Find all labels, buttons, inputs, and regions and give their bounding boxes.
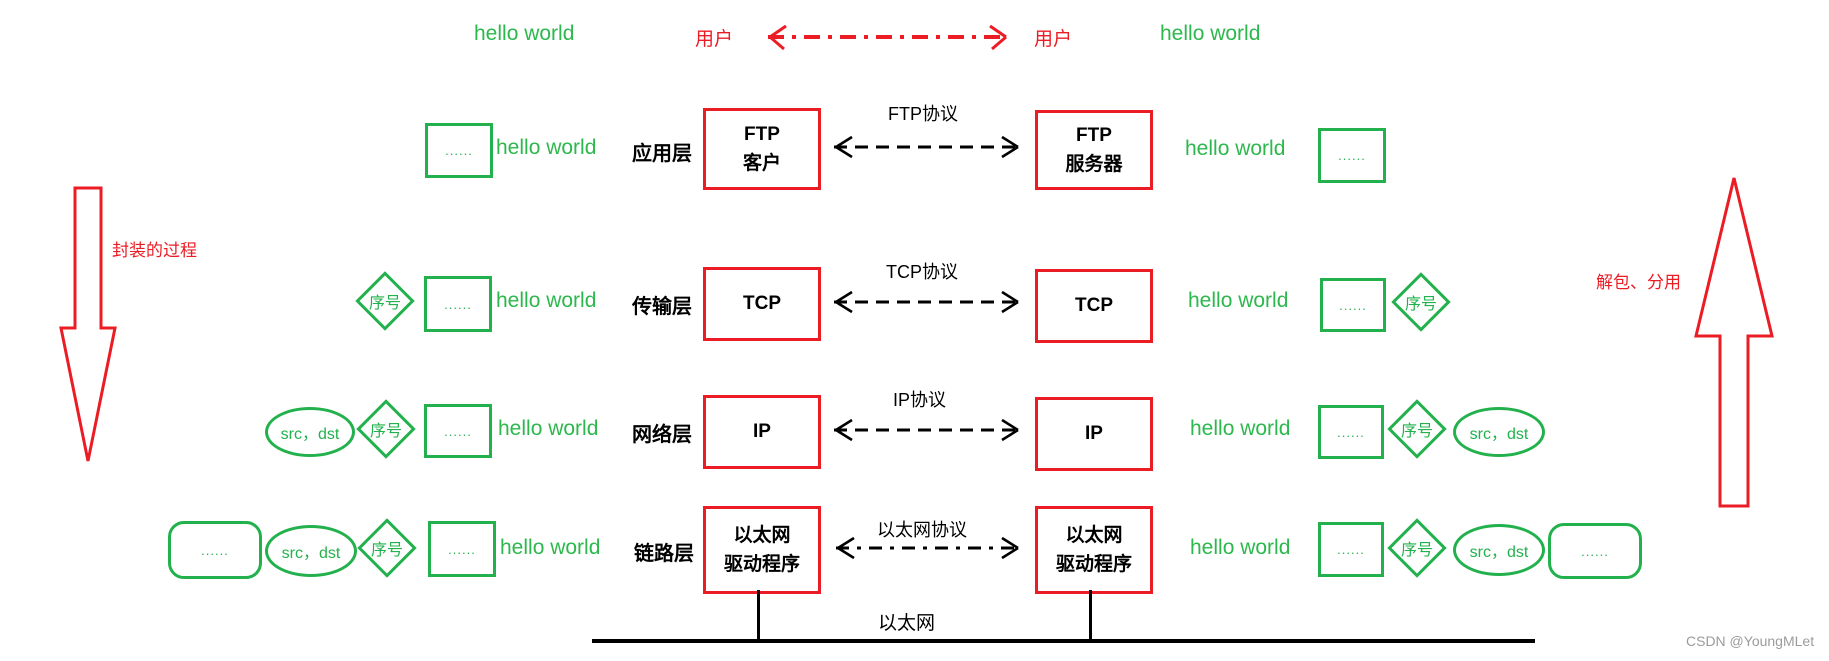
data-box-dots: ...... [1339, 297, 1367, 313]
encapsulation-label: 封装的过程 [112, 241, 197, 260]
dashed-double-arrow-icon [834, 135, 1020, 159]
seq-label: 序号 [368, 295, 401, 312]
protocol-label-ip: IP协议 [893, 390, 947, 410]
node-ethernet-driver-right: 以太网 驱动程序 [1035, 506, 1153, 594]
ethernet-drop-line-left [757, 590, 760, 642]
protocol-label-ethernet: 以太网协议 [877, 520, 967, 540]
node-line: IP [753, 421, 771, 443]
node-ip-right: IP [1035, 397, 1153, 471]
node-line: FTP [744, 123, 780, 145]
node-line: 以太网 [1065, 524, 1123, 546]
demultiplex-up-arrow-icon [1694, 177, 1774, 508]
user-dashdot-arrow-icon [768, 24, 1008, 51]
row4-hello-right: hello world [1190, 536, 1291, 559]
seq-diamond: 序号 [1386, 517, 1448, 579]
ethernet-bus-line [592, 639, 1535, 643]
layer-label-network: 网络层 [632, 424, 692, 446]
row1-hello-right: hello world [1185, 137, 1286, 160]
row2-hello-right: hello world [1188, 289, 1289, 312]
protocol-label-tcp: TCP协议 [886, 262, 958, 282]
node-line: 驱动程序 [1055, 554, 1132, 575]
data-box-dots: ...... [444, 423, 472, 439]
srcdst-label: src，dst [280, 426, 340, 443]
seq-diamond: 序号 [354, 270, 416, 332]
dashed-double-arrow-icon [834, 418, 1020, 442]
data-box-dots: ...... [445, 143, 473, 158]
protocol-label-ftp: FTP协议 [888, 104, 958, 124]
node-line: TCP [743, 293, 781, 315]
seq-diamond: 序号 [1390, 271, 1452, 333]
data-box-dots: ...... [444, 296, 472, 312]
row3-hello-right: hello world [1190, 417, 1291, 440]
data-box: ...... [424, 404, 492, 458]
seq-diamond: 序号 [1386, 398, 1448, 460]
srcdst-ellipse: src，dst [1453, 524, 1545, 576]
srcdst-ellipse: src，dst [1453, 407, 1545, 457]
encapsulation-down-arrow-icon [59, 186, 117, 462]
srcdst-label: src，dst [1469, 544, 1529, 561]
data-box: ...... [1320, 278, 1386, 332]
srcdst-ellipse: src，dst [265, 525, 357, 577]
data-box: ...... [1318, 522, 1384, 577]
seq-label: 序号 [1400, 542, 1433, 559]
node-ip-left: IP [703, 395, 821, 469]
srcdst-ellipse: src，dst [265, 407, 355, 457]
ethernet-label: 以太网 [878, 613, 936, 634]
row4-hello-left: hello world [500, 536, 601, 559]
top-hello-right: hello world [1160, 22, 1261, 45]
data-box-dots: ...... [1337, 542, 1365, 557]
demultiplex-label: 解包、分用 [1596, 273, 1681, 292]
node-line: 客户 [742, 153, 781, 174]
data-box-dots: ...... [1337, 424, 1365, 440]
node-tcp-right: TCP [1035, 269, 1153, 343]
srcdst-label: src，dst [1469, 426, 1529, 443]
frame-rounded-box: ...... [168, 521, 262, 579]
data-box: ...... [424, 276, 492, 332]
seq-diamond: 序号 [355, 398, 417, 460]
data-box: ...... [425, 123, 493, 178]
node-ethernet-driver-left: 以太网 驱动程序 [703, 506, 821, 594]
node-line: 驱动程序 [723, 554, 800, 575]
seq-diamond: 序号 [356, 517, 418, 579]
top-user-right: 用户 [1034, 29, 1073, 50]
node-line: 服务器 [1065, 154, 1123, 175]
seq-label: 序号 [1400, 423, 1433, 440]
dashed-double-arrow-icon [834, 290, 1020, 314]
node-tcp-left: TCP [703, 267, 821, 341]
data-box: ...... [1318, 405, 1384, 459]
seq-label: 序号 [369, 423, 402, 440]
data-box: ...... [1318, 128, 1386, 183]
node-ftp-server: FTP 服务器 [1035, 110, 1153, 190]
node-ftp-client: FTP 客户 [703, 108, 821, 190]
top-hello-left: hello world [474, 22, 575, 45]
layer-label-link: 链路层 [634, 543, 694, 565]
data-box-dots: ...... [448, 541, 476, 557]
data-box-dots: ...... [201, 542, 229, 558]
node-line: FTP [1076, 124, 1112, 146]
layer-label-application: 应用层 [632, 143, 692, 165]
data-box-dots: ...... [1338, 148, 1366, 163]
top-user-left: 用户 [695, 29, 734, 50]
node-line: 以太网 [733, 524, 791, 546]
seq-label: 序号 [370, 542, 403, 559]
data-box-dots: ...... [1581, 543, 1609, 559]
row3-hello-left: hello world [498, 417, 599, 440]
row1-hello-left: hello world [496, 136, 597, 159]
seq-label: 序号 [1404, 296, 1437, 313]
watermark: CSDN @YoungMLet [1686, 633, 1815, 649]
frame-rounded-box: ...... [1548, 523, 1642, 579]
data-box: ...... [428, 521, 496, 577]
dashed-double-arrow-icon [836, 536, 1020, 560]
layer-label-transport: 传输层 [632, 296, 692, 318]
node-line: TCP [1075, 295, 1113, 317]
node-line: IP [1085, 423, 1103, 445]
srcdst-label: src，dst [281, 545, 341, 562]
row2-hello-left: hello world [496, 289, 597, 312]
ethernet-drop-line-right [1089, 590, 1092, 642]
